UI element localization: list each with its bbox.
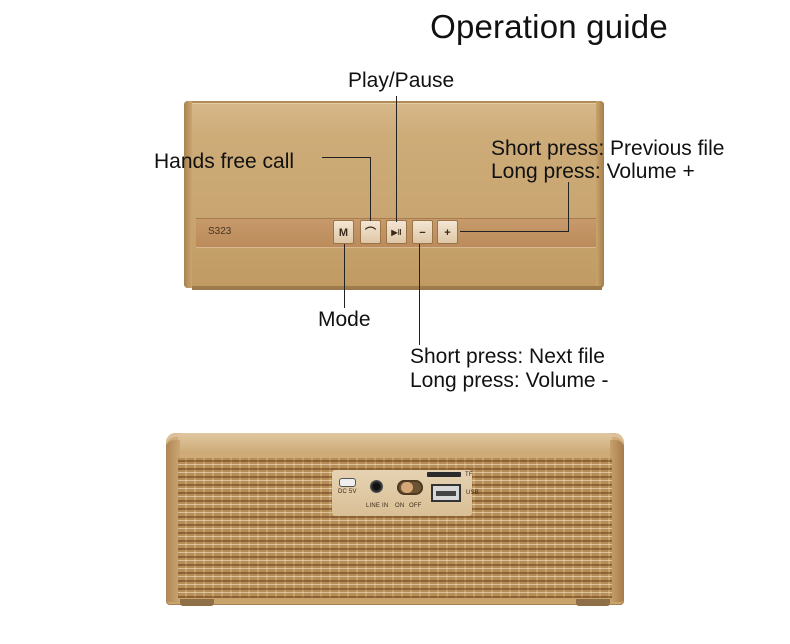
- phone-icon: ⌒: [365, 227, 376, 239]
- mode-icon: M: [338, 227, 349, 239]
- on-label: ON: [395, 503, 405, 509]
- volume-up-callout: Long press: Volume +: [491, 160, 695, 183]
- mode-leader: [344, 244, 345, 308]
- next-leader: [419, 244, 420, 345]
- previous-file-callout: Short press: Previous file: [491, 137, 725, 160]
- usb-label: USB: [466, 490, 479, 496]
- line-in-label: LINE IN: [366, 503, 389, 509]
- play-pause-icon: ▶‖: [391, 228, 402, 237]
- line-in-jack-icon[interactable]: [370, 480, 383, 493]
- mode-button[interactable]: M: [333, 220, 354, 244]
- previous-leader-v: [568, 182, 569, 231]
- usb-port-inner: [436, 491, 456, 496]
- speaker-edge-left: [184, 101, 192, 288]
- play-pause-button[interactable]: ▶‖: [386, 220, 407, 244]
- volume-down-button[interactable]: −: [412, 220, 433, 244]
- minus-icon: −: [419, 227, 426, 239]
- volume-down-callout: Long press: Volume -: [410, 369, 609, 392]
- page-title: Operation guide: [430, 8, 668, 45]
- mode-callout: Mode: [318, 308, 371, 331]
- volume-up-button[interactable]: +: [437, 220, 458, 244]
- speaker-foot-right: [576, 599, 610, 606]
- dc-port-icon[interactable]: [339, 478, 356, 487]
- speaker-back-top: [178, 433, 612, 453]
- hands-free-callout: Hands free call: [154, 150, 295, 173]
- play-pause-callout: Play/Pause: [348, 69, 455, 92]
- speaker-top-base: [192, 286, 602, 290]
- dc-label: DC 5V: [338, 489, 357, 495]
- plus-icon: +: [444, 227, 451, 239]
- speaker-edge-right: [596, 101, 604, 288]
- speaker-back-side-left: [166, 440, 180, 602]
- previous-leader-h: [460, 231, 569, 232]
- hands-free-leader-v: [370, 157, 371, 221]
- hands-free-button[interactable]: ⌒: [360, 220, 381, 244]
- model-label: S323: [208, 226, 232, 237]
- next-file-callout: Short press: Next file: [410, 345, 605, 368]
- speaker-back-side-right: [610, 440, 624, 602]
- speaker-foot-left: [180, 599, 214, 606]
- play-pause-leader: [396, 96, 397, 222]
- tf-label: TF: [465, 472, 473, 478]
- power-switch-knob: [401, 482, 413, 493]
- hands-free-leader-h: [322, 157, 371, 158]
- speaker-top-view: [184, 101, 604, 288]
- off-label: OFF: [409, 503, 422, 509]
- tf-slot-icon[interactable]: [427, 472, 461, 477]
